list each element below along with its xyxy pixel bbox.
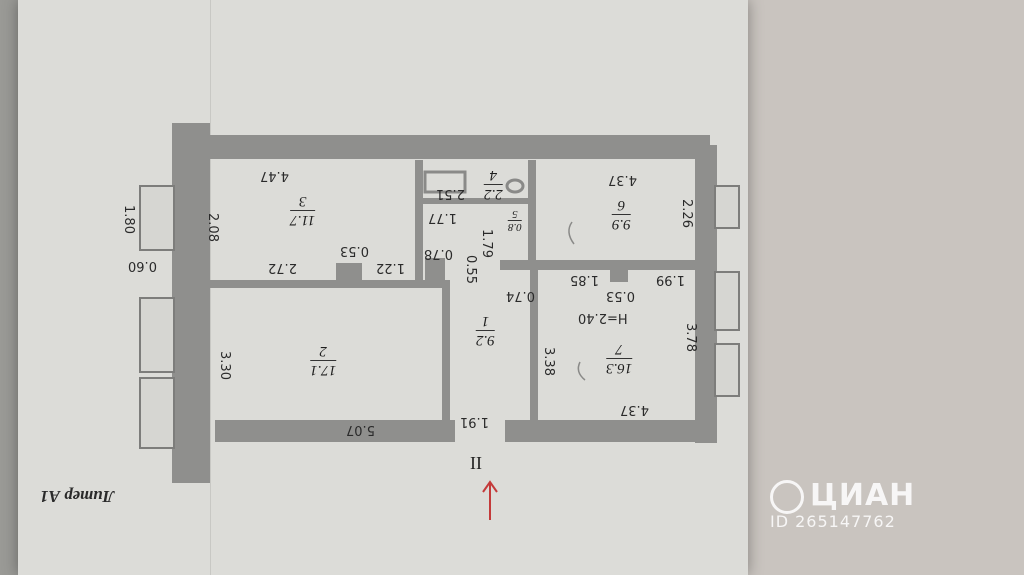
room-number: 1 [476, 312, 495, 331]
window-right-3 [714, 343, 740, 397]
room-7-label: 16.3 7 [606, 340, 633, 377]
room-3-label: 11.7 3 [290, 192, 316, 229]
room-4-label: 2.2 4 [484, 166, 503, 203]
column [336, 263, 362, 281]
entrance-arrowhead [482, 480, 498, 493]
dim-label: 1.77 [428, 210, 457, 225]
dim-label: 0.78 [424, 246, 453, 261]
room-number: 7 [606, 340, 633, 359]
wall-top [210, 135, 710, 159]
room-area: 16.3 [606, 360, 633, 376]
door-swing-6 [568, 221, 575, 245]
window-left-3 [139, 377, 175, 449]
room-number: 2 [310, 342, 337, 361]
wall-corridor-left [442, 288, 450, 423]
dim-label: 1.85 [570, 272, 599, 287]
door-swing-7 [577, 361, 586, 381]
watermark-brand: ЦИАН [810, 478, 916, 513]
room-area: 2.2 [484, 186, 503, 202]
room-6-label: 9.9 6 [612, 196, 631, 233]
dim-label: 1.99 [656, 272, 685, 287]
dim-label: 1.22 [376, 260, 405, 275]
room-2-label: 17.1 2 [310, 342, 337, 379]
paper-background [748, 0, 1024, 575]
wall-room6-left [528, 160, 536, 260]
dim-label: 0.55 [462, 255, 478, 284]
window-right-1 [714, 185, 740, 229]
watermark: ЦИАН ID 265147762 [770, 478, 915, 531]
dim-label: 2.72 [268, 260, 297, 275]
dim-label: 2.51 [436, 186, 465, 201]
dim-label: 3.38 [540, 347, 556, 376]
sheet-title: Литер А1 [40, 487, 115, 506]
window-left-1 [139, 185, 175, 251]
dim-label: 4.37 [608, 172, 637, 187]
dim-label: 1.91 [460, 414, 489, 429]
dim-label: 0.53 [340, 243, 369, 258]
wall-room7-left [530, 270, 538, 420]
room-area: 11.7 [290, 212, 316, 228]
wall-bath-bottom [420, 198, 535, 204]
room-number: 4 [484, 166, 503, 185]
wall-room3-right [415, 160, 423, 280]
toilet-icon [505, 178, 525, 194]
dim-label: 1.80 [120, 205, 136, 234]
dim-label: 0.60 [128, 258, 157, 273]
dim-label: 0.74 [506, 288, 535, 303]
brand-logo-icon [770, 479, 804, 514]
room-5-label: 0.8 5 [508, 208, 522, 233]
column-small [610, 268, 628, 282]
shaft [425, 258, 445, 280]
room-1-label: 9.2 1 [476, 312, 495, 349]
dim-label: 0.53 [606, 288, 635, 303]
dim-label: 1.79 [478, 229, 494, 258]
room-area: 0.8 [508, 221, 522, 233]
room-area: 9.9 [612, 216, 631, 232]
dim-label: 2.08 [204, 213, 220, 242]
entrance-mark: II [470, 453, 482, 473]
window-right-2 [714, 271, 740, 331]
dim-label: 5.07 [346, 422, 375, 437]
watermark-id: ID 265147762 [770, 511, 896, 531]
room-number: 6 [612, 196, 631, 215]
bath-fixture [423, 170, 467, 194]
wall-room3-bottom [210, 280, 450, 288]
room-number: 5 [508, 208, 522, 221]
dim-label: 3.30 [216, 351, 232, 380]
ceiling-height-label: H=2.40 [578, 310, 628, 325]
dim-label: 4.37 [620, 402, 649, 417]
room-number: 3 [290, 192, 316, 211]
wall-left [172, 123, 210, 483]
wall-right [695, 145, 717, 443]
wall-room6-bottom [500, 260, 700, 270]
dim-label: 4.47 [260, 168, 289, 183]
dim-label: 2.26 [678, 199, 694, 228]
dim-label: 3.78 [682, 323, 698, 352]
room-area: 9.2 [476, 332, 495, 348]
room-area: 17.1 [310, 362, 337, 378]
window-left-2 [139, 297, 175, 373]
